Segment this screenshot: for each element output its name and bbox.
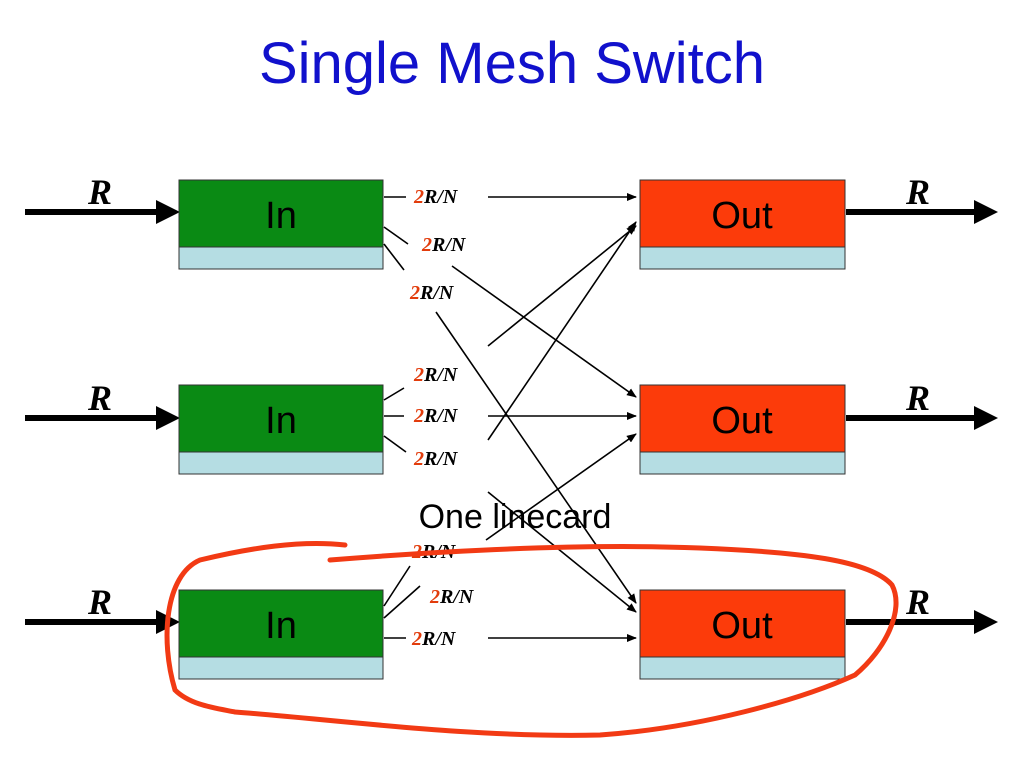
arrowhead-icon bbox=[974, 406, 998, 430]
input-buffer bbox=[178, 246, 384, 270]
output-label: Out bbox=[711, 400, 773, 442]
linecard-highlight-annotation bbox=[164, 541, 899, 738]
output-buffer bbox=[639, 656, 846, 680]
link-rate-label: 2R/N bbox=[413, 405, 459, 427]
output-box bbox=[639, 589, 846, 658]
output-rate-label: R bbox=[905, 582, 930, 622]
slide-title: Single Mesh Switch bbox=[258, 31, 766, 96]
mesh-link bbox=[383, 226, 636, 401]
linecard-caption: One linecard bbox=[419, 498, 612, 536]
mesh-links bbox=[383, 193, 636, 638]
arrowhead-icon bbox=[974, 610, 998, 634]
link-rate-label: 2R/N bbox=[409, 282, 455, 304]
input-port-3: In bbox=[178, 589, 384, 680]
output-label: Out bbox=[711, 605, 773, 647]
link-rate-labels: 2R/N 2R/N 2R/N 2R/N 2R/N 2R/N 2R/N 2R/N … bbox=[409, 186, 475, 650]
input-box bbox=[178, 384, 384, 453]
link-rate-label: 2R/N bbox=[413, 186, 459, 208]
link-rate-label: 2R/N bbox=[411, 628, 457, 650]
arrowhead-icon bbox=[156, 406, 180, 430]
output-port-2: Out bbox=[639, 384, 846, 475]
input-label: In bbox=[265, 605, 297, 647]
mesh-link bbox=[383, 434, 636, 619]
input-box bbox=[178, 589, 384, 658]
input-label: In bbox=[265, 195, 297, 237]
output-buffer bbox=[639, 451, 846, 475]
output-rate-label: R bbox=[905, 378, 930, 418]
link-rate-label: 2R/N bbox=[413, 448, 459, 470]
input-buffer bbox=[178, 451, 384, 475]
output-port-1: Out bbox=[639, 179, 846, 270]
output-rate-label: R bbox=[905, 172, 930, 212]
link-rate-label: 2R/N bbox=[421, 234, 467, 256]
input-port-2: In bbox=[178, 384, 384, 475]
output-buffer bbox=[639, 246, 846, 270]
mesh-link bbox=[383, 222, 636, 607]
output-arrows bbox=[846, 200, 998, 634]
input-label: In bbox=[265, 400, 297, 442]
line-rate-labels: R R R R R R bbox=[87, 172, 930, 622]
input-port-1: In bbox=[178, 179, 384, 270]
input-buffer bbox=[178, 656, 384, 680]
input-arrows bbox=[25, 200, 180, 634]
link-rate-label: 2R/N bbox=[413, 364, 459, 386]
input-rate-label: R bbox=[87, 582, 112, 622]
mesh-link bbox=[383, 243, 636, 603]
mesh-link bbox=[383, 226, 636, 397]
input-rate-label: R bbox=[87, 172, 112, 212]
arrowhead-icon bbox=[974, 200, 998, 224]
link-rate-label: 2R/N bbox=[429, 586, 475, 608]
input-box bbox=[178, 179, 384, 248]
arrowhead-icon bbox=[156, 200, 180, 224]
output-label: Out bbox=[711, 195, 773, 237]
output-port-3: Out bbox=[639, 589, 846, 680]
mesh-link bbox=[383, 435, 636, 612]
input-rate-label: R bbox=[87, 378, 112, 418]
